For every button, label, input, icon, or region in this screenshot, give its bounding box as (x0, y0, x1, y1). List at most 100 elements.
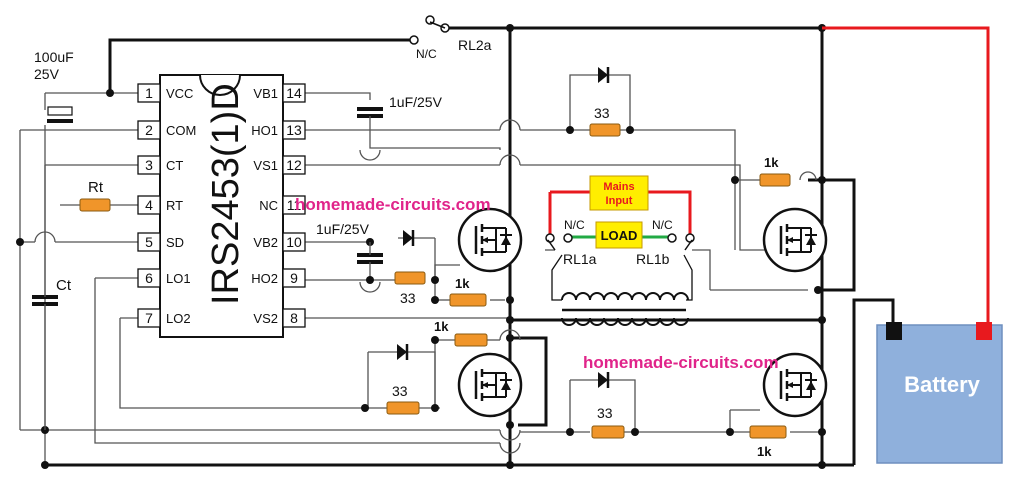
relay-contacts (409, 15, 695, 251)
battery-label: Battery (904, 372, 981, 397)
cap-supply-voltage: 25V (34, 66, 60, 82)
ic-pin-number: 14 (286, 85, 302, 101)
ic-pin-box-left (137, 268, 161, 288)
mains-input-line1: Mains (603, 181, 634, 193)
resistors (79, 123, 791, 439)
ic-right-pins: 14 VB1 13 HO1 12 VS1 11 NC 10 VB2 9 HO2 8 VS2 (251, 83, 306, 328)
battery: Battery (822, 26, 1003, 464)
ic-pin-name: SD (166, 235, 184, 250)
nc-right-label: N/C (652, 218, 673, 232)
battery-neg-terminal (886, 322, 902, 340)
rl2a-nc-label: N/C (416, 47, 437, 61)
junction-dots (16, 24, 826, 469)
ic-pin-number: 10 (286, 234, 302, 250)
ic-pin-number: 2 (145, 122, 153, 138)
capacitors (30, 106, 385, 430)
watermark-bottom: homemade-circuits.com (583, 353, 779, 372)
r33-b-label: 33 (400, 290, 416, 306)
ic-pin-box-left (137, 195, 161, 215)
cap-supply (47, 106, 73, 123)
mosfet-q3 (457, 352, 523, 418)
resistor-33-d (591, 425, 625, 439)
ic-pin-name: HO1 (251, 123, 278, 138)
ic-pin-box-right (282, 268, 306, 288)
ic-pin-name: VCC (166, 86, 193, 101)
cap-boot1 (355, 107, 385, 118)
ic-pin-number: 11 (287, 197, 302, 213)
ic-pin-box-right (282, 83, 306, 103)
ic-pin-number: 4 (145, 197, 153, 213)
r33-d-label: 33 (597, 405, 613, 421)
diode-d (598, 372, 608, 388)
mains-input-box (589, 175, 649, 211)
component-labels: 100uF 25V 1uF/25V 1uF/25V Rt Ct 33 33 33… (34, 37, 779, 459)
r33-a-label: 33 (594, 105, 610, 121)
transformer (551, 254, 693, 326)
resistor-33-a (589, 123, 621, 137)
watermark-top: homemade-circuits.com (295, 195, 491, 214)
cap-boot2 (355, 253, 385, 264)
ic-pin-box-left (137, 120, 161, 140)
resistor-33-c (386, 401, 420, 415)
r1k-a-label: 1k (764, 155, 779, 170)
battery-pos-terminal (976, 322, 992, 340)
resistor-1k-c (454, 333, 488, 347)
nc-left-label: N/C (564, 218, 585, 232)
ic-pin-name: VS2 (253, 311, 278, 326)
ic-pin-number: 6 (145, 270, 153, 286)
ic-pin-name: CT (166, 158, 183, 173)
resistor-1k-b (449, 293, 487, 307)
ic-pin-name: RT (166, 198, 183, 213)
r1k-c-label: 1k (434, 319, 449, 334)
resistor-1k-d (749, 425, 787, 439)
ic-pin-box-right (282, 308, 306, 328)
ct-label: Ct (56, 277, 72, 294)
r1k-d-label: 1k (757, 444, 772, 459)
ic-pin-number: 3 (145, 157, 153, 173)
ic-pin-box-left (137, 308, 161, 328)
ic-pin-name: LO1 (166, 271, 191, 286)
ic-pin-box-right (282, 120, 306, 140)
ic-pin-name: VS1 (253, 158, 278, 173)
cap-boot2-label: 1uF/25V (316, 221, 370, 237)
diodes (397, 67, 610, 388)
resistor-rt (79, 198, 111, 212)
resistor-33-b (394, 271, 426, 285)
ic-pin-number: 13 (286, 122, 302, 138)
ic-part-number: IRS2453(1)D (205, 83, 247, 305)
mosfet-q1 (457, 207, 523, 273)
ic-pin-name: VB1 (253, 86, 278, 101)
ic-pin-number: 1 (145, 85, 153, 101)
ic-pin-number: 8 (290, 310, 298, 326)
ic-pin-box-right (282, 155, 306, 175)
resistor-1k-a (759, 173, 791, 187)
mains-input-line2: Input (606, 195, 633, 207)
rt-label: Rt (88, 179, 104, 196)
r1k-b-label: 1k (455, 276, 470, 291)
ic-pin-number: 9 (290, 270, 298, 286)
rl1b-label: RL1b (636, 251, 670, 267)
diode-a (598, 67, 608, 83)
rl1a-label: RL1a (563, 251, 597, 267)
ic-pin-number: 12 (286, 157, 302, 173)
ic-pin-name: HO2 (251, 271, 278, 286)
ic-pin-name: VB2 (253, 235, 278, 250)
ic-irs2453: IRS2453(1)D (159, 74, 284, 338)
ic-pin-number: 7 (145, 310, 153, 326)
rl2a-label: RL2a (458, 37, 492, 53)
r33-c-label: 33 (392, 383, 408, 399)
ic-pin-name: NC (259, 198, 278, 213)
ic-pin-box-left (137, 232, 161, 252)
label-boxes: Mains Input LOAD (589, 175, 649, 249)
cap-boot1-label: 1uF/25V (389, 94, 443, 110)
diode-b (403, 230, 413, 246)
diode-c (397, 344, 407, 360)
ic-pin-box-left (137, 155, 161, 175)
load-box (595, 221, 643, 249)
ic-pin-name: LO2 (166, 311, 191, 326)
ic-pin-box-right (282, 195, 306, 215)
watermarks: homemade-circuits.com homemade-circuits.… (295, 195, 779, 372)
battery-body (876, 324, 1003, 464)
